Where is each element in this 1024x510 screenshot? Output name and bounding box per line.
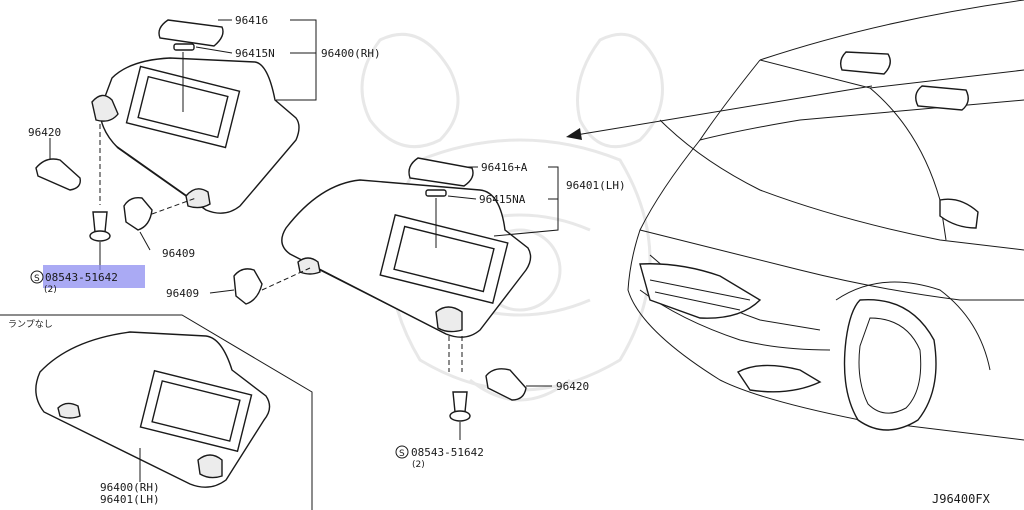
side-mirror [939, 198, 979, 229]
screw-center-part-no[interactable]: 08543-51642 [411, 446, 484, 459]
lamp-rh[interactable] [173, 43, 195, 51]
visor-hook-rh [185, 188, 211, 209]
visor-lh-assembly [281, 157, 532, 338]
inset-vanity-mirror-inner [151, 380, 241, 442]
car-visor-icon-2 [915, 85, 969, 111]
screw-left[interactable] [92, 211, 108, 233]
fog-lamp [736, 364, 822, 393]
screw-center-head [449, 410, 471, 422]
visor-clip-center[interactable] [233, 268, 263, 305]
vehicle-illustration [627, 0, 1024, 441]
visor-holder-right[interactable] [485, 368, 527, 401]
arrow-head [566, 128, 582, 140]
visor-holder-left[interactable] [35, 158, 81, 191]
callout-mirror-cover-lh: 96416+A [481, 161, 528, 174]
inset-title: ランプなし [8, 319, 53, 330]
visor-pivot-rh [91, 94, 119, 122]
screw-left-qty: (2) [44, 285, 57, 295]
visor-pivot-lh [435, 306, 463, 333]
inset-frame [0, 314, 313, 510]
callout-holder-right: 96420 [556, 380, 589, 393]
callout-clip-center: 96409 [166, 287, 199, 300]
mirror-cover-lh[interactable] [408, 157, 474, 187]
callout-lamp-lh: 96415NA [479, 193, 526, 206]
callout-lamp-rh: 96415N [235, 47, 275, 60]
callout-visor-lh: 96401(LH) [566, 179, 626, 192]
screw-left-head [89, 230, 111, 242]
callout-holder-left: 96420 [28, 126, 61, 139]
diagram-reference-code: J96400FX [932, 492, 991, 506]
vanity-mirror-lh-inner [393, 225, 495, 293]
car-visor-icon-1 [839, 51, 891, 75]
callout-mirror-cover-rh: 96416 [235, 14, 268, 27]
screw-left-symbol: S [34, 274, 40, 284]
screw-center[interactable] [452, 391, 468, 413]
screw-center-qty: (2) [412, 460, 425, 470]
lamp-lh[interactable] [425, 189, 447, 197]
callout-inset-lh: 96401(LH) [100, 493, 160, 506]
visor-clip-left[interactable] [123, 196, 153, 231]
callout-clip-left: 96409 [162, 247, 195, 260]
visor-rh-assembly [91, 19, 300, 214]
inset-visor-pivot [197, 454, 223, 479]
highlight-selected-screw [43, 265, 145, 288]
mirror-cover-rh[interactable] [158, 19, 224, 47]
grille [639, 263, 762, 319]
front-wheel [843, 298, 937, 431]
screw-left-part-no[interactable]: 08543-51642 [45, 271, 118, 284]
callout-inset-rh: 96400(RH) [100, 481, 160, 494]
callout-visor-rh: 96400(RH) [321, 47, 381, 60]
inset-visor-hook [57, 402, 81, 419]
screw-center-symbol: S [399, 449, 405, 459]
visor-hook-lh [297, 257, 321, 275]
